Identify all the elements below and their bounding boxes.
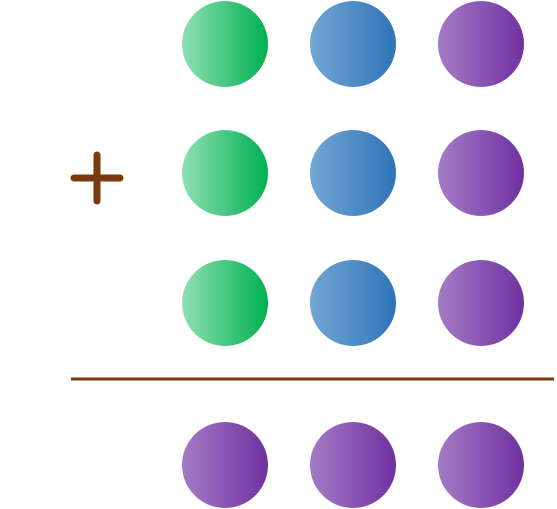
addend-grid [182, 1, 524, 346]
result-row [182, 422, 524, 508]
blue-circle [310, 130, 396, 216]
blue-circle [310, 1, 396, 87]
blue-circle [310, 260, 396, 346]
purple-circle [438, 130, 524, 216]
green-circle [182, 130, 268, 216]
plus-icon [70, 151, 124, 205]
green-circle [182, 1, 268, 87]
purple-circle [438, 260, 524, 346]
purple-circle [438, 1, 524, 87]
result-purple-circle [310, 422, 396, 508]
green-circle [182, 260, 268, 346]
result-purple-circle [182, 422, 268, 508]
result-purple-circle [438, 422, 524, 508]
